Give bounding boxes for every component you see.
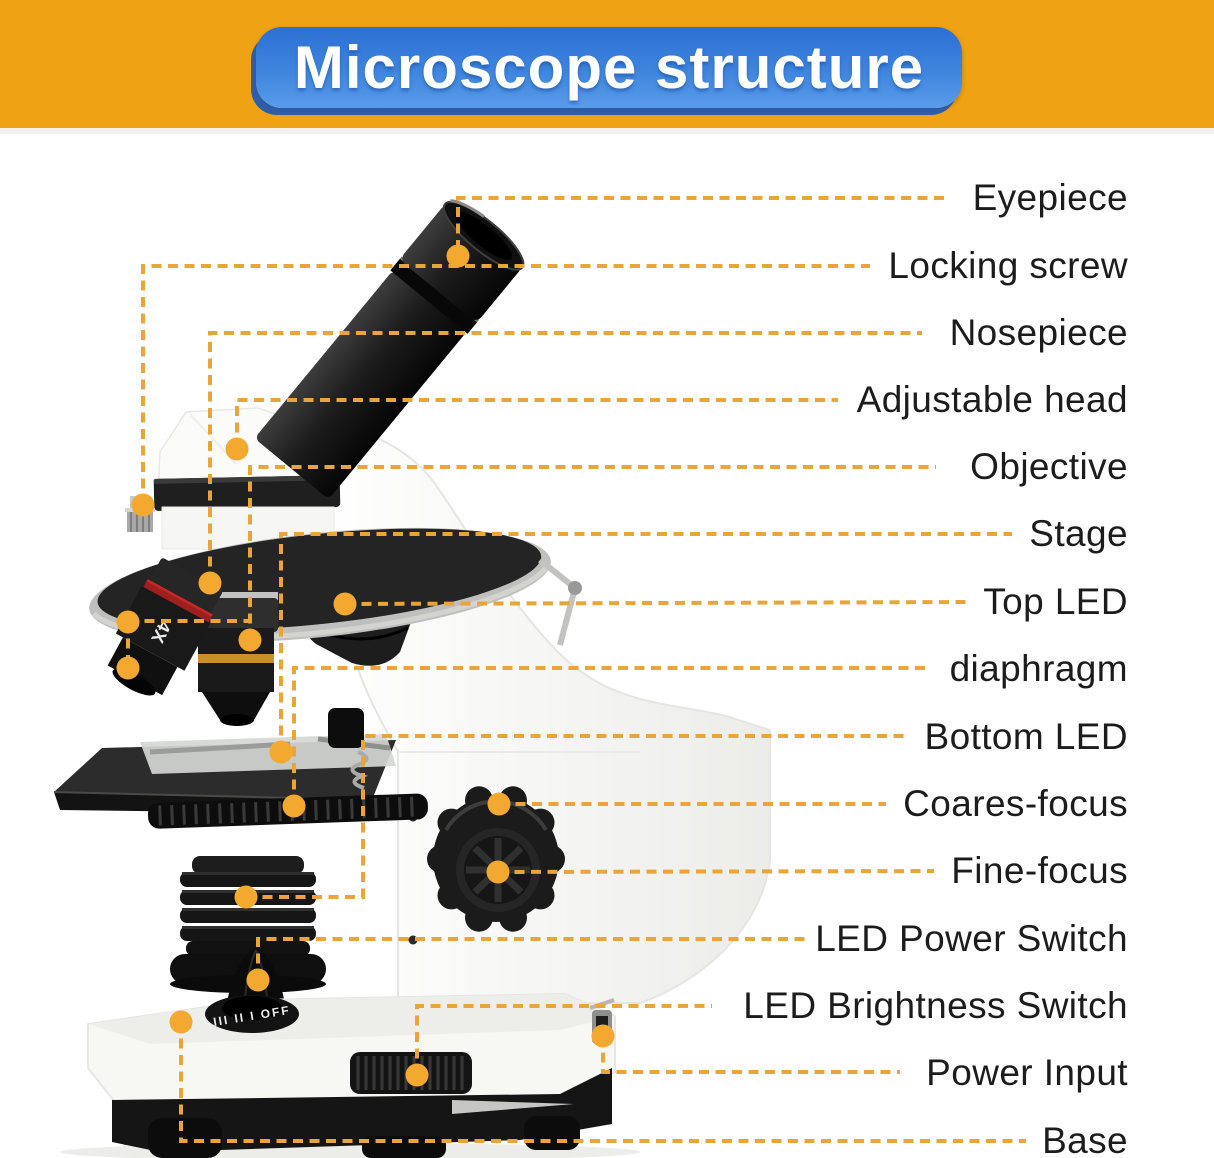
- leader-eyepiece: [456, 196, 950, 250]
- dot-bottom-led: [234, 885, 258, 909]
- dot-led-power-switch: [246, 968, 270, 992]
- page-title: Microscope structure: [293, 34, 925, 101]
- stage-spring: [350, 750, 369, 790]
- dot-led-brightness-switch: [405, 1063, 429, 1087]
- leader-lines: [126, 196, 1026, 1143]
- label-nosepiece: Nosepiece: [949, 312, 1128, 353]
- leader-objective: [248, 465, 936, 640]
- label-led-power-switch: LED Power Switch: [815, 918, 1128, 959]
- leader-stage: [279, 532, 1012, 752]
- base-foot-right: [524, 1116, 580, 1150]
- title-banner: Microscope structure: [256, 27, 962, 108]
- dot-top-led: [333, 592, 357, 616]
- slide-clip-spring: [538, 557, 582, 646]
- label-base: Base: [1042, 1120, 1128, 1158]
- label-locking-screw: Locking screw: [888, 245, 1128, 286]
- label-diaphragm: diaphragm: [949, 648, 1128, 689]
- label-adjustable-head: Adjustable head: [856, 379, 1128, 420]
- stage-stop-knob: [328, 708, 364, 748]
- dot-objective-1: [238, 628, 262, 652]
- dot-stage: [269, 740, 293, 764]
- label-led-brightness-switch: LED Brightness Switch: [743, 985, 1128, 1026]
- dot-adjustable-head: [225, 437, 249, 461]
- dot-eyepiece: [446, 244, 470, 268]
- leader-diaphragm: [292, 666, 926, 806]
- leader-locking-screw: [141, 264, 870, 505]
- label-fine-focus: Fine-focus: [951, 850, 1128, 891]
- leader-nosepiece: [208, 331, 922, 583]
- base-logo-triangle: [452, 1100, 574, 1114]
- dot-base: [169, 1010, 193, 1034]
- leader-fine-focus: [497, 869, 935, 874]
- leader-led-power-switch: [256, 937, 805, 980]
- arm-column: [316, 423, 771, 1007]
- dot-fine-focus: [486, 860, 510, 884]
- dot-power-input: [591, 1024, 615, 1048]
- leader-base: [179, 1022, 1026, 1143]
- label-bottom-led: Bottom LED: [924, 716, 1128, 757]
- brightness-dial: III II I OFF: [205, 995, 299, 1033]
- dot-objective-2: [116, 610, 140, 634]
- anchor-dots: [116, 244, 615, 1087]
- leader-bottom-led: [246, 734, 906, 899]
- leader-led-brightness-switch: [415, 1004, 712, 1075]
- leader-adjustable-head: [235, 398, 838, 449]
- locking-collar: [153, 475, 341, 511]
- dot-coarse-focus: [487, 792, 511, 816]
- dot-nosepiece: [198, 571, 222, 595]
- label-power-input: Power Input: [926, 1052, 1128, 1093]
- dot-locking-screw: [131, 493, 155, 517]
- base-foot-left: [148, 1118, 222, 1158]
- label-top-led: Top LED: [983, 581, 1128, 622]
- label-coarse-focus: Coares-focus: [903, 783, 1128, 824]
- dot-objective-3: [116, 656, 140, 680]
- dot-diaphragm: [282, 794, 306, 818]
- label-objective: Objective: [970, 446, 1128, 487]
- label-stage: Stage: [1029, 513, 1128, 554]
- leader-power-input: [601, 1036, 900, 1074]
- header-band-edge: [0, 128, 1214, 134]
- label-eyepiece: Eyepiece: [972, 177, 1128, 218]
- leader-top-led: [344, 600, 971, 606]
